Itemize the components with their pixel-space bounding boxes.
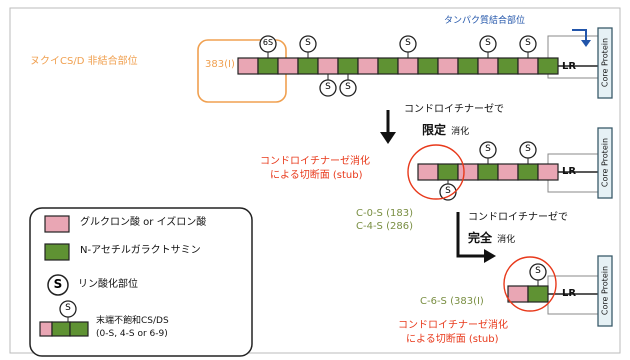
- core-protein-label-bottom: Core Protein: [600, 265, 610, 316]
- protein-binding-arrowhead: [581, 40, 591, 47]
- lr-label-top: LR: [562, 61, 577, 72]
- step2-mode: 完全 消化: [468, 228, 515, 246]
- step1-enzyme-label: コンドロイチナーゼで: [404, 104, 504, 115]
- bottom-cut-label-line2: による切断面 (stub): [406, 334, 499, 345]
- core-protein-bottom: [597, 255, 613, 327]
- middle-product-2: C-4-S (286): [356, 221, 413, 232]
- sulfate-label: S: [325, 82, 331, 92]
- lr-label-bottom: LR: [562, 288, 577, 299]
- legend-sulfate-symbol: [47, 274, 69, 296]
- top-chain: [237, 57, 598, 75]
- middle-cut-label-line2: による切断面 (stub): [270, 170, 363, 181]
- legend-item-galnac: N-アセチルガラクトサミン: [80, 245, 201, 256]
- legend-sulfate-letter: S: [53, 277, 63, 291]
- sulfate-label: S: [345, 82, 351, 92]
- step1-mode: 限定 消化: [422, 120, 469, 138]
- top-residue-label: 383(I): [205, 59, 235, 70]
- core-protein-label-middle: Core Protein: [600, 137, 610, 188]
- sulfate-6s-label: 6S: [262, 38, 274, 47]
- bottom-sulfate-circle: [529, 263, 547, 281]
- stub-circle-bottom: [503, 256, 557, 312]
- bottom-chain: [507, 285, 598, 303]
- legend-box: [29, 207, 253, 357]
- sulfate-label: S: [305, 38, 311, 48]
- top-sulfate-links: [267, 52, 529, 80]
- protein-binding-pointer: [572, 29, 587, 42]
- legend-item-terminal-line1: 末端不飽和CS/DS: [96, 316, 169, 326]
- core-protein-middle: [597, 127, 613, 199]
- middle-sulfate-circles: [439, 141, 537, 201]
- top-sulfate-circles: [259, 35, 537, 97]
- legend-item-terminal-line2: (0-S, 4-S or 6-9): [96, 329, 168, 339]
- sulfate-label: S: [485, 144, 491, 154]
- sulfate-label: S: [535, 266, 541, 276]
- sulfate-label: S: [445, 186, 451, 196]
- middle-chain: [417, 163, 598, 181]
- step2-mode-text: 完全: [468, 231, 493, 245]
- arrow-step2: [456, 212, 486, 258]
- legend-terminal-unit: [39, 300, 89, 337]
- step2-enzyme-label: コンドロイチナーゼで: [468, 212, 568, 223]
- arrow-step2-head: [484, 249, 496, 263]
- bottom-residue-label: C-6-S (383(I): [420, 296, 484, 307]
- legend-terminal-sulfate-letter: S: [65, 303, 71, 313]
- stub-circle-middle: [407, 144, 465, 200]
- sulfate-label: S: [525, 144, 531, 154]
- outer-frame: [9, 7, 621, 354]
- lr-label-middle: LR: [562, 166, 577, 177]
- step1-mode-suffix: 消化: [451, 127, 470, 137]
- bottom-cut-label-line1: コンドロイチナーゼ消化: [398, 320, 508, 331]
- protein-binding-site-label: タンパク質結合部位: [444, 16, 526, 26]
- step2-mode-suffix: 消化: [497, 235, 516, 245]
- core-protein-label-top: Core Protein: [600, 37, 610, 88]
- sulfate-label: S: [485, 38, 491, 48]
- legend-swatch-pink: [44, 215, 70, 233]
- sulfate-label: S: [525, 38, 531, 48]
- core-protein-top: [597, 27, 613, 99]
- non-binding-region-label: ヌクイCS/D 非結合部位: [30, 56, 138, 67]
- legend-item-uronic-acid: グルクロン酸 or イズロン酸: [80, 217, 207, 228]
- arrow-step1-head: [380, 132, 396, 144]
- sulfate-label: S: [405, 38, 411, 48]
- legend-swatch-green: [44, 243, 70, 261]
- legend-item-phosphorylation: リン酸化部位: [78, 279, 138, 290]
- middle-cut-label-line1: コンドロイチナーゼ消化: [260, 156, 370, 167]
- step1-mode-text: 限定: [422, 123, 447, 137]
- middle-product-1: C-0-S (183): [356, 208, 413, 219]
